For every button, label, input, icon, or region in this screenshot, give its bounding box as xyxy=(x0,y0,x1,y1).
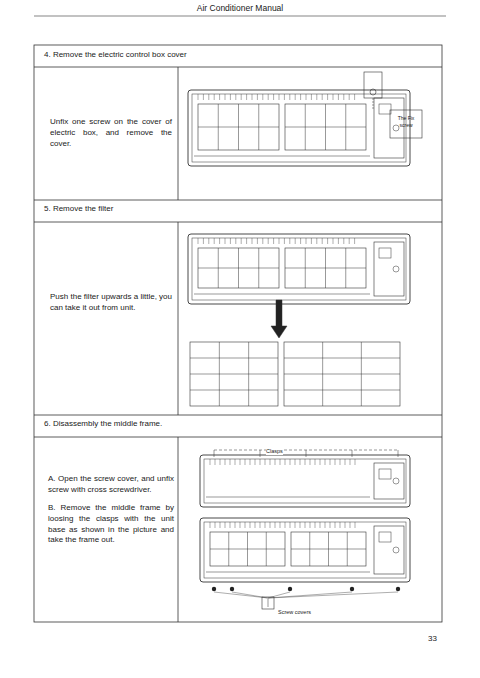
direction-arrow xyxy=(271,300,287,338)
cover-guide xyxy=(373,98,374,110)
table-cell-text: Push the filter upwards a little, you ca… xyxy=(50,292,172,314)
fix-screw xyxy=(370,89,376,95)
leader-line xyxy=(268,592,352,598)
table-rule xyxy=(34,437,442,438)
screw-cover xyxy=(396,587,400,591)
label-box: Push the filter upwards a little, you ca… xyxy=(50,292,172,314)
page-title: Air Conditioner Manual xyxy=(0,3,480,14)
table-cell-text: 4. Remove the electric control box cover xyxy=(44,50,424,61)
table-rule xyxy=(34,67,442,68)
filter-panel xyxy=(190,342,278,406)
clasp-tick xyxy=(260,450,261,457)
table-rule xyxy=(178,222,179,415)
label-box: 4. Remove the electric control box cover xyxy=(44,50,424,61)
table-rule xyxy=(34,222,442,223)
label-box: Unfix one screw on the cover of electric… xyxy=(50,117,172,149)
filter-panel xyxy=(285,104,366,150)
clasp-tick xyxy=(306,450,307,457)
table-cell-text: 6. Disassembly the middle frame. xyxy=(44,419,424,430)
label-box: A. Open the screw cover, and unfix screw… xyxy=(48,474,174,496)
filter-panel xyxy=(284,342,400,406)
table-cell-text: 5. Remove the filter xyxy=(44,204,424,215)
table-frame xyxy=(34,45,442,622)
callout-frame xyxy=(390,110,422,138)
callout-label: Clasps xyxy=(266,448,283,455)
table-rule xyxy=(34,415,442,416)
indoor-unit xyxy=(200,518,410,582)
callout-label: Screw covers xyxy=(278,609,311,616)
label-box: 33 xyxy=(428,634,448,645)
filter-panel xyxy=(291,532,366,566)
screw-cover xyxy=(350,587,354,591)
table-cell-text: B. Remove the middle frame by loosing th… xyxy=(48,503,174,546)
filter-panel xyxy=(285,248,366,288)
page-number: 33 xyxy=(428,634,448,645)
electric-box-cover xyxy=(364,72,382,98)
label-box: 6. Disassembly the middle frame. xyxy=(44,419,424,430)
clasp-tick xyxy=(398,450,399,457)
header-rule xyxy=(34,16,446,17)
screw-cover-detail-line xyxy=(268,599,269,607)
filter-panel xyxy=(210,532,285,566)
table-rule xyxy=(178,437,179,622)
leader-line xyxy=(268,592,398,598)
table-rule xyxy=(34,200,442,201)
leader-line xyxy=(214,592,268,598)
filter-panel xyxy=(198,248,279,288)
screw-cover xyxy=(288,587,292,591)
indoor-unit xyxy=(200,455,410,507)
table-cell-text: Unfix one screw on the cover of electric… xyxy=(50,117,172,149)
label-box: The Fix screw xyxy=(392,115,420,129)
clasp-tick xyxy=(352,450,353,457)
screw-cover xyxy=(230,587,234,591)
table-rule xyxy=(178,67,179,200)
table-cell-text: A. Open the screw cover, and unfix screw… xyxy=(48,474,174,496)
label-box: Clasps xyxy=(266,439,306,457)
indoor-unit xyxy=(188,90,410,166)
label-box: 5. Remove the filter xyxy=(44,204,424,215)
clasp-tick xyxy=(214,450,215,457)
indoor-unit xyxy=(188,234,410,304)
callout-label: The Fix screw xyxy=(392,115,420,129)
label-box: Screw covers xyxy=(278,600,328,618)
filter-panel xyxy=(198,104,279,150)
screw-cover-detail xyxy=(262,597,274,609)
page-header: Air Conditioner Manual xyxy=(0,3,480,14)
screw-cover xyxy=(212,587,216,591)
label-box: B. Remove the middle frame by loosing th… xyxy=(48,503,174,546)
